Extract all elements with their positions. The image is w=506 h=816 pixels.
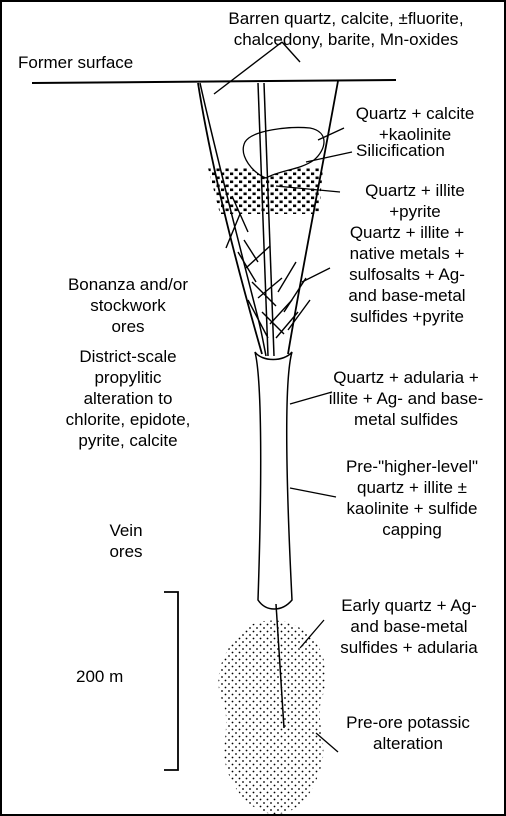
potassic-alteration-zone <box>218 621 325 815</box>
quartz-adularia-label: Quartz + adularia + illite + Ag- and bas… <box>306 367 506 430</box>
scale-bar <box>164 592 178 770</box>
pre-higher-level-capping-label: Pre-"higher-level" quartz + illite ± kao… <box>322 456 502 540</box>
former-surface-line <box>32 80 396 83</box>
silicification-label: Silicification <box>356 140 445 161</box>
vein-strand-center <box>258 83 268 356</box>
quartz-illite-pyrite-label: Quartz + illite +pyrite <box>330 180 500 222</box>
quartz-illite-native-metals-label: Quartz + illite + native metals + sulfos… <box>312 222 502 327</box>
propylitic-alteration-label: District-scale propylitic alteration to … <box>28 346 228 451</box>
bonanza-stockwork-label: Bonanza and/or stockwork ores <box>38 274 218 337</box>
quartz-calcite-kaolinite-label: Quartz + calcite +kaolinite <box>330 103 500 145</box>
early-quartz-label: Early quartz + Ag- and base-metal sulfid… <box>314 595 504 658</box>
barren-quartz-label: Barren quartz, calcite, ±fluorite, chalc… <box>196 8 496 50</box>
pre-ore-potassic-label: Pre-ore potassic alteration <box>318 712 498 754</box>
former-surface-label: Former surface <box>18 52 133 73</box>
vein-ores-label: Vein ores <box>96 520 156 562</box>
scale-bar-label: 200 m <box>76 666 123 687</box>
vein-tube <box>255 352 292 609</box>
